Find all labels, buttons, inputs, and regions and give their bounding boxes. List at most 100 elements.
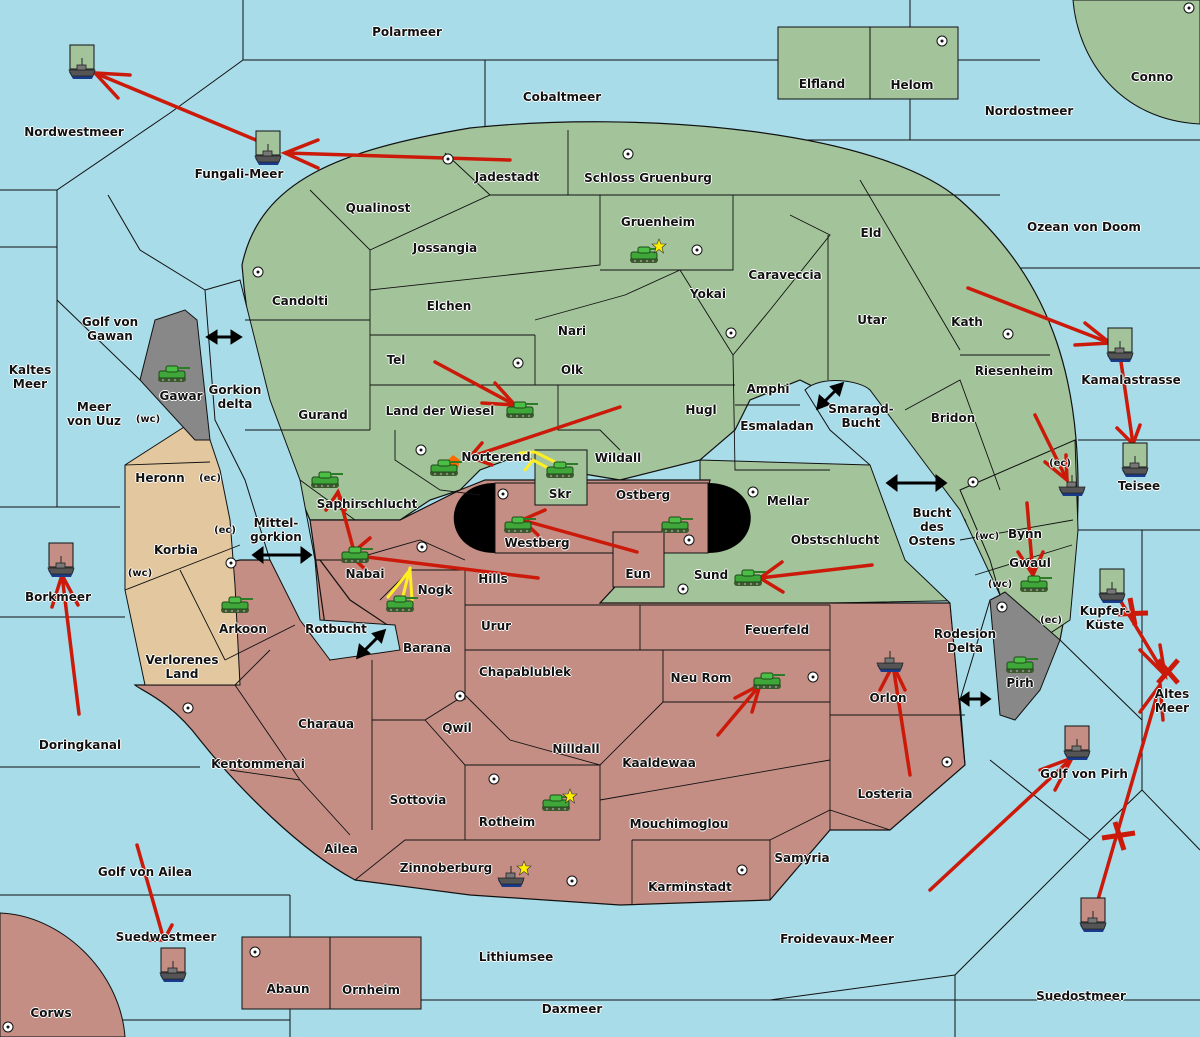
province-label[interactable]: Saphirschlucht [316, 497, 418, 511]
province-label[interactable]: Ozean von Doom [1027, 220, 1141, 234]
province-label[interactable]: Pirh [1006, 676, 1034, 690]
province-label[interactable]: Verlorenes Land [145, 653, 219, 681]
province-label[interactable]: Daxmeer [541, 1002, 603, 1016]
province-label[interactable]: Rotheim [478, 815, 536, 829]
province-label[interactable]: Candolti [271, 294, 329, 308]
province-label[interactable]: Karminstadt [648, 880, 732, 894]
province-label[interactable]: Lithiumsee [478, 950, 554, 964]
province-label[interactable]: Bynn [1007, 527, 1043, 541]
province-label[interactable]: Altes Meer [1154, 687, 1190, 715]
province-label[interactable]: Kupfer- Küste [1079, 604, 1131, 632]
province-label[interactable]: Suedostmeer [1036, 989, 1126, 1003]
province-label[interactable]: Gurand [298, 408, 348, 422]
province-label[interactable]: Charaua [297, 717, 355, 731]
province-label[interactable]: Nari [557, 324, 587, 338]
province-label[interactable]: Fungali-Meer [194, 167, 284, 181]
province-label[interactable]: Norterend [461, 450, 531, 464]
province-label[interactable]: Chapablublek [478, 665, 572, 679]
province-label[interactable]: Zinnoberburg [399, 861, 493, 875]
province-label[interactable]: Orlon [869, 691, 907, 705]
province-label[interactable]: Ailea [324, 842, 358, 856]
province-label[interactable]: Utar [857, 313, 887, 327]
province-label[interactable]: Obstschlucht [790, 533, 880, 547]
province-label[interactable]: Smaragd- Bucht [828, 402, 894, 430]
province-label[interactable]: Neu Rom [670, 671, 732, 685]
province-label[interactable]: Ornheim [342, 983, 400, 997]
province-label[interactable]: Kamalastrasse [1081, 373, 1181, 387]
province-label[interactable]: Skr [548, 487, 572, 501]
province-label[interactable]: Qwil [442, 721, 472, 735]
province-label[interactable]: Rodesion Delta [933, 627, 997, 655]
province-label[interactable]: Esmaladan [740, 419, 814, 433]
province-label[interactable]: Barana [403, 641, 451, 655]
province-label[interactable]: Samyria [774, 851, 830, 865]
province-label[interactable]: Gorkion delta [208, 383, 262, 411]
province-label[interactable]: Helom [890, 78, 934, 92]
province-label[interactable]: Ostberg [615, 488, 671, 502]
province-label[interactable]: Corws [30, 1006, 72, 1020]
province-label[interactable]: Gawar [159, 389, 203, 403]
province-label[interactable]: Kaltes Meer [8, 363, 52, 391]
province-label[interactable]: Elchen [426, 299, 472, 313]
province-label[interactable]: Eld [860, 226, 882, 240]
province-label[interactable]: Abaun [266, 982, 310, 996]
province-label[interactable]: Qualinost [345, 201, 411, 215]
province-label[interactable]: Mouchimoglou [629, 817, 729, 831]
province-label[interactable]: Meer von Uuz [66, 400, 122, 428]
province-label[interactable]: Borkmeer [25, 590, 91, 604]
province-label[interactable]: Froidevaux-Meer [780, 932, 894, 946]
province-label[interactable]: Westberg [504, 536, 570, 550]
province-label[interactable]: Golf von Pirh [1040, 767, 1128, 781]
province-label[interactable]: Rotbucht [305, 622, 367, 636]
province-label[interactable]: Yokai [689, 287, 727, 301]
province-label[interactable]: Gwaul [1009, 556, 1051, 570]
province-label[interactable]: Tel [386, 353, 406, 367]
ornheim-land [329, 936, 422, 1010]
province-label[interactable]: Feuerfeld [744, 623, 810, 637]
province-label[interactable]: Nabai [345, 567, 385, 581]
province-label[interactable]: Urur [480, 619, 512, 633]
province-label[interactable]: Losteria [857, 787, 913, 801]
province-label[interactable]: Kath [951, 315, 983, 329]
province-label[interactable]: Heronn [135, 471, 185, 485]
province-label[interactable]: Amphi [746, 382, 790, 396]
province-label[interactable]: Nilldall [552, 742, 600, 756]
province-label[interactable]: Polarmeer [372, 25, 442, 39]
province-label[interactable]: Hills [478, 572, 508, 586]
province-label[interactable]: Bucht des Ostens [908, 506, 956, 548]
province-label[interactable]: Arkoon [219, 622, 267, 636]
coast-label: (ec) [1049, 458, 1071, 469]
province-label[interactable]: Suedwestmeer [115, 930, 217, 944]
province-label[interactable]: Caraveccia [748, 268, 822, 282]
province-label[interactable]: Sottovia [389, 793, 447, 807]
province-label[interactable]: Gruenheim [620, 215, 696, 229]
province-label[interactable]: Riesenheim [974, 364, 1054, 378]
province-label[interactable]: Land der Wiesel [385, 404, 495, 418]
province-label[interactable]: Mittel- gorkion [250, 516, 302, 544]
province-label[interactable]: Kentommenai [211, 757, 305, 771]
province-label[interactable]: Jossangia [412, 241, 478, 255]
province-label[interactable]: Golf von Ailea [97, 865, 193, 879]
impassable-west [453, 483, 495, 553]
province-label[interactable]: Korbia [153, 543, 199, 557]
province-label[interactable]: Olk [560, 363, 584, 377]
province-label[interactable]: Eun [625, 567, 651, 581]
province-label[interactable]: Elfland [798, 77, 846, 91]
province-label[interactable]: Wildall [594, 451, 642, 465]
province-label[interactable]: Nogk [417, 583, 453, 597]
province-label[interactable]: Jadestadt [474, 170, 540, 184]
province-label[interactable]: Doringkanal [38, 738, 122, 752]
province-label[interactable]: Schloss Gruenburg [584, 171, 712, 185]
province-label[interactable]: Mellar [766, 494, 810, 508]
province-label[interactable]: Sund [693, 568, 729, 582]
province-label[interactable]: Conno [1130, 70, 1174, 84]
province-label[interactable]: Hugl [685, 403, 717, 417]
province-label[interactable]: Bridon [930, 411, 976, 425]
province-label[interactable]: Nordostmeer [984, 104, 1074, 118]
province-label[interactable]: Nordwestmeer [24, 125, 124, 139]
province-label[interactable]: Golf von Gawan [81, 315, 139, 343]
province-label[interactable]: Teisee [1117, 479, 1161, 493]
province-label[interactable]: Cobaltmeer [522, 90, 602, 104]
province-label[interactable]: Kaaldewaa [622, 756, 696, 770]
